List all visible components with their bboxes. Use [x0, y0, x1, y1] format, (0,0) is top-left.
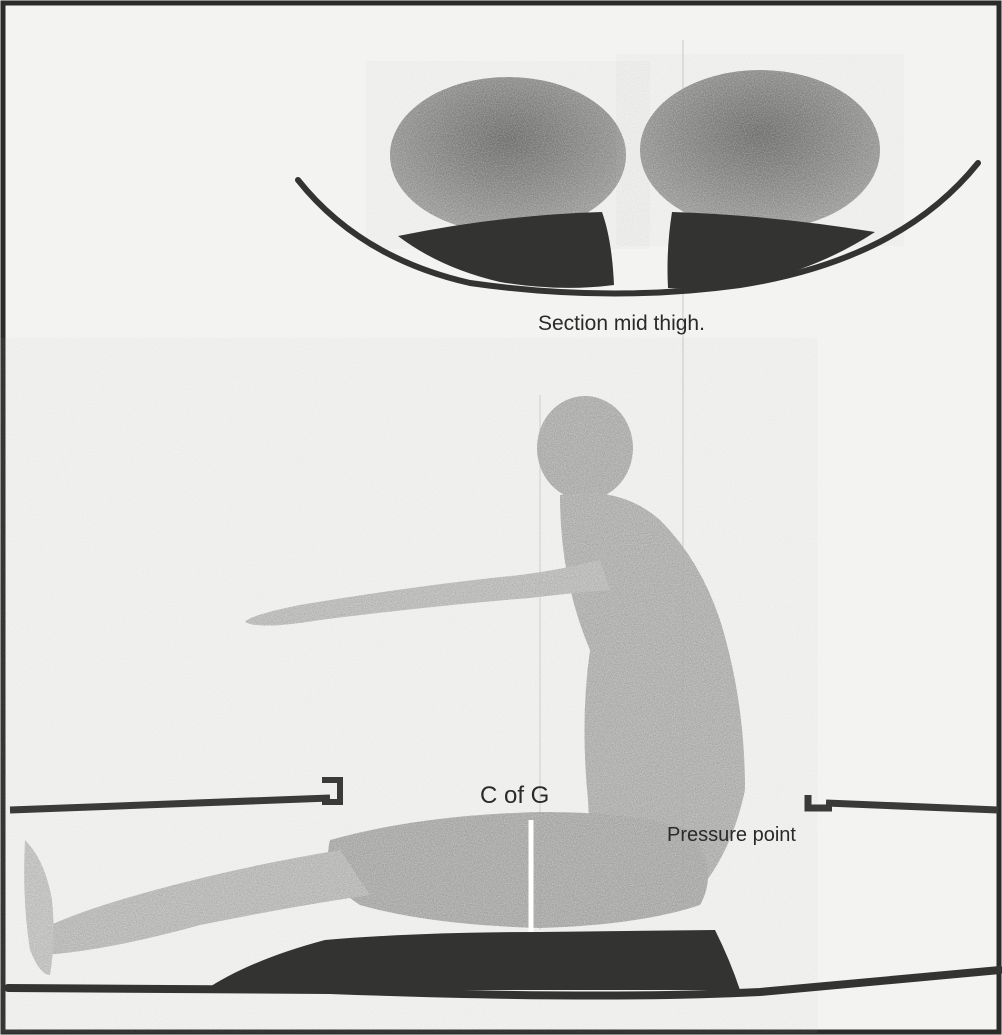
thigh-section: [298, 70, 978, 294]
pressure-point-label: Pressure point: [667, 824, 796, 847]
seat-section-left: [398, 212, 614, 288]
rower-head: [537, 396, 633, 500]
rower-thigh: [328, 812, 708, 928]
rower-lower-leg: [36, 850, 370, 955]
right-thigh: [640, 70, 880, 230]
rower-silhouette: [24, 396, 745, 975]
rower-foot: [24, 840, 53, 975]
seat-profile: [205, 930, 740, 990]
cog-label: C of G: [480, 782, 549, 810]
right-rail: [808, 795, 998, 810]
section-caption: Section mid thigh.: [538, 312, 705, 336]
rower-arm: [245, 560, 610, 626]
left-thigh: [390, 77, 626, 233]
left-rail: [10, 780, 340, 810]
